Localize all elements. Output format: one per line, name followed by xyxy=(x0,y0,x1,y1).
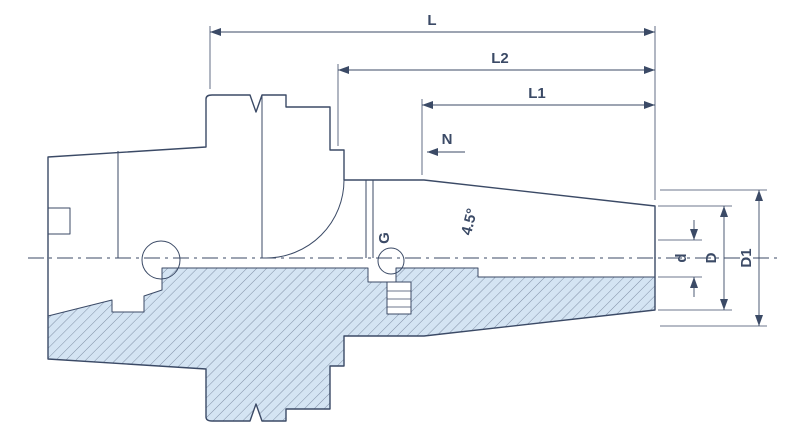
coolant-screw-detail xyxy=(386,281,412,315)
dimension-N: N xyxy=(427,131,465,156)
part-outline-top xyxy=(47,94,656,259)
dim-label-L: L xyxy=(427,12,436,29)
dimension-L1: L1 xyxy=(422,85,655,109)
bore-cavity xyxy=(48,258,655,316)
drive-slot-notch xyxy=(48,207,71,235)
dim-label-L1: L1 xyxy=(528,85,546,102)
dim-label-G: G xyxy=(376,232,393,244)
dim-label-L2: L2 xyxy=(491,50,509,67)
dim-label-D: D xyxy=(703,252,720,263)
flange-blend-arc xyxy=(265,179,345,259)
section-hatch-area xyxy=(48,258,655,421)
dim-label-D1: D1 xyxy=(738,248,755,267)
outline-view-top xyxy=(47,94,656,280)
dimension-L: L xyxy=(210,12,655,36)
dim-label-taper-angle: 4.5° xyxy=(458,207,481,237)
section-view-bottom xyxy=(47,257,656,422)
grip-recess-circle xyxy=(141,240,181,280)
dimension-D: D xyxy=(658,205,732,311)
dimension-L2: L2 xyxy=(338,50,655,74)
dim-label-N: N xyxy=(442,131,453,148)
dimension-D1: D1 xyxy=(660,189,767,327)
coolant-port-circle xyxy=(377,247,405,275)
dimensions: L L2 L1 N G 4.5° xyxy=(209,12,767,327)
dim-label-d: d xyxy=(673,253,690,262)
bore-cavity-outline xyxy=(47,267,655,317)
dimension-d: d xyxy=(658,220,702,297)
section-outline-bottom xyxy=(47,257,656,422)
